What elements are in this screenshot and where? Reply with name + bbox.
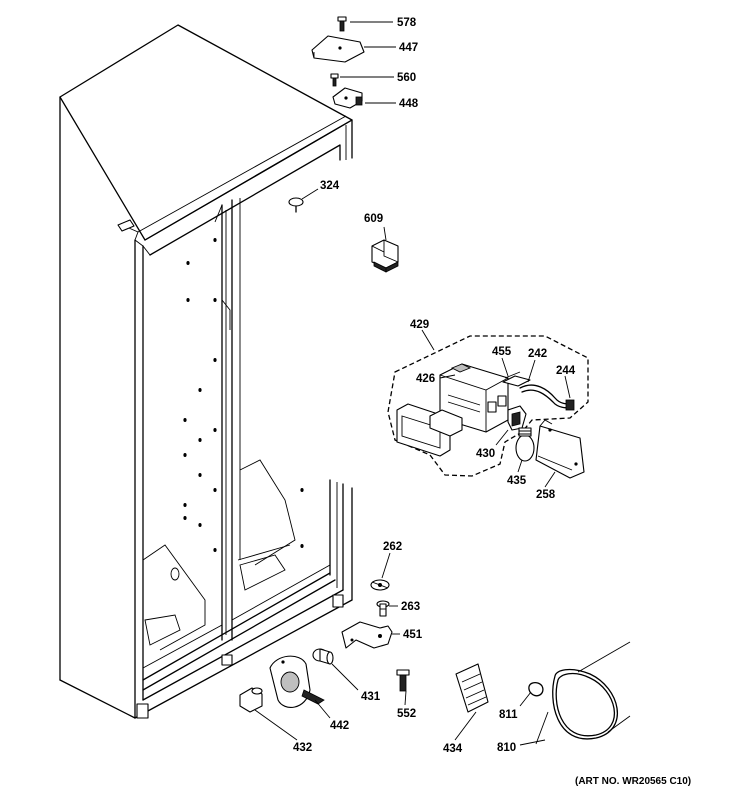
part-labels: 578 447 560 448 324 609 429 455 242 426 …: [293, 17, 576, 755]
label-560: 560: [397, 72, 416, 84]
hinge-screw-578: [337, 16, 347, 32]
art-number: (ART NO. WR20565 C10): [575, 776, 691, 787]
label-442: 442: [330, 720, 349, 732]
hinge-plate-448: [332, 87, 363, 109]
relay-609: [371, 239, 399, 273]
hinge-bracket-451: [341, 621, 393, 649]
label-262: 262: [383, 541, 402, 553]
label-244: 244: [556, 365, 576, 377]
label-242: 242: [528, 348, 547, 360]
label-451: 451: [403, 629, 423, 641]
label-811: 811: [499, 709, 518, 721]
connector-244: [565, 399, 575, 411]
tubing-810: [535, 641, 631, 745]
label-552: 552: [397, 708, 416, 720]
plug-324: [288, 197, 304, 213]
label-810: 810: [497, 742, 516, 754]
leader-lines: [254, 21, 571, 746]
hinge-cover-447: [311, 35, 365, 63]
thermostat-455: [502, 371, 531, 387]
bushing-431: [312, 648, 334, 665]
control-housing-426: [439, 363, 509, 433]
label-455: 455: [492, 346, 512, 358]
grille-434: [455, 663, 489, 713]
clip-262: [370, 579, 390, 591]
label-448: 448: [399, 98, 419, 110]
light-bulb-435: [515, 427, 535, 462]
cam-442: [269, 655, 325, 708]
label-432: 432: [293, 742, 312, 754]
label-609: 609: [364, 213, 383, 225]
screw-552: [396, 669, 410, 692]
control-panel-front: [396, 403, 463, 457]
label-434: 434: [443, 743, 463, 755]
label-426: 426: [416, 373, 435, 385]
cabinet-case: [59, 24, 353, 719]
clamp-811: [528, 681, 544, 697]
hinge-screw-560: [330, 73, 339, 87]
label-324: 324: [320, 180, 340, 192]
liner-holes: [170, 238, 304, 581]
bushing-432: [239, 687, 263, 713]
pin-263: [376, 600, 390, 617]
wire-harness-242: [519, 384, 573, 409]
label-447: 447: [399, 42, 418, 54]
label-263: 263: [401, 601, 420, 613]
label-429: 429: [410, 319, 429, 331]
label-578: 578: [397, 17, 417, 29]
light-shield-258: [535, 419, 585, 479]
label-435: 435: [507, 475, 527, 487]
label-258: 258: [536, 489, 556, 501]
light-socket-430: [507, 405, 527, 431]
label-430: 430: [476, 448, 495, 460]
label-431: 431: [361, 691, 381, 703]
